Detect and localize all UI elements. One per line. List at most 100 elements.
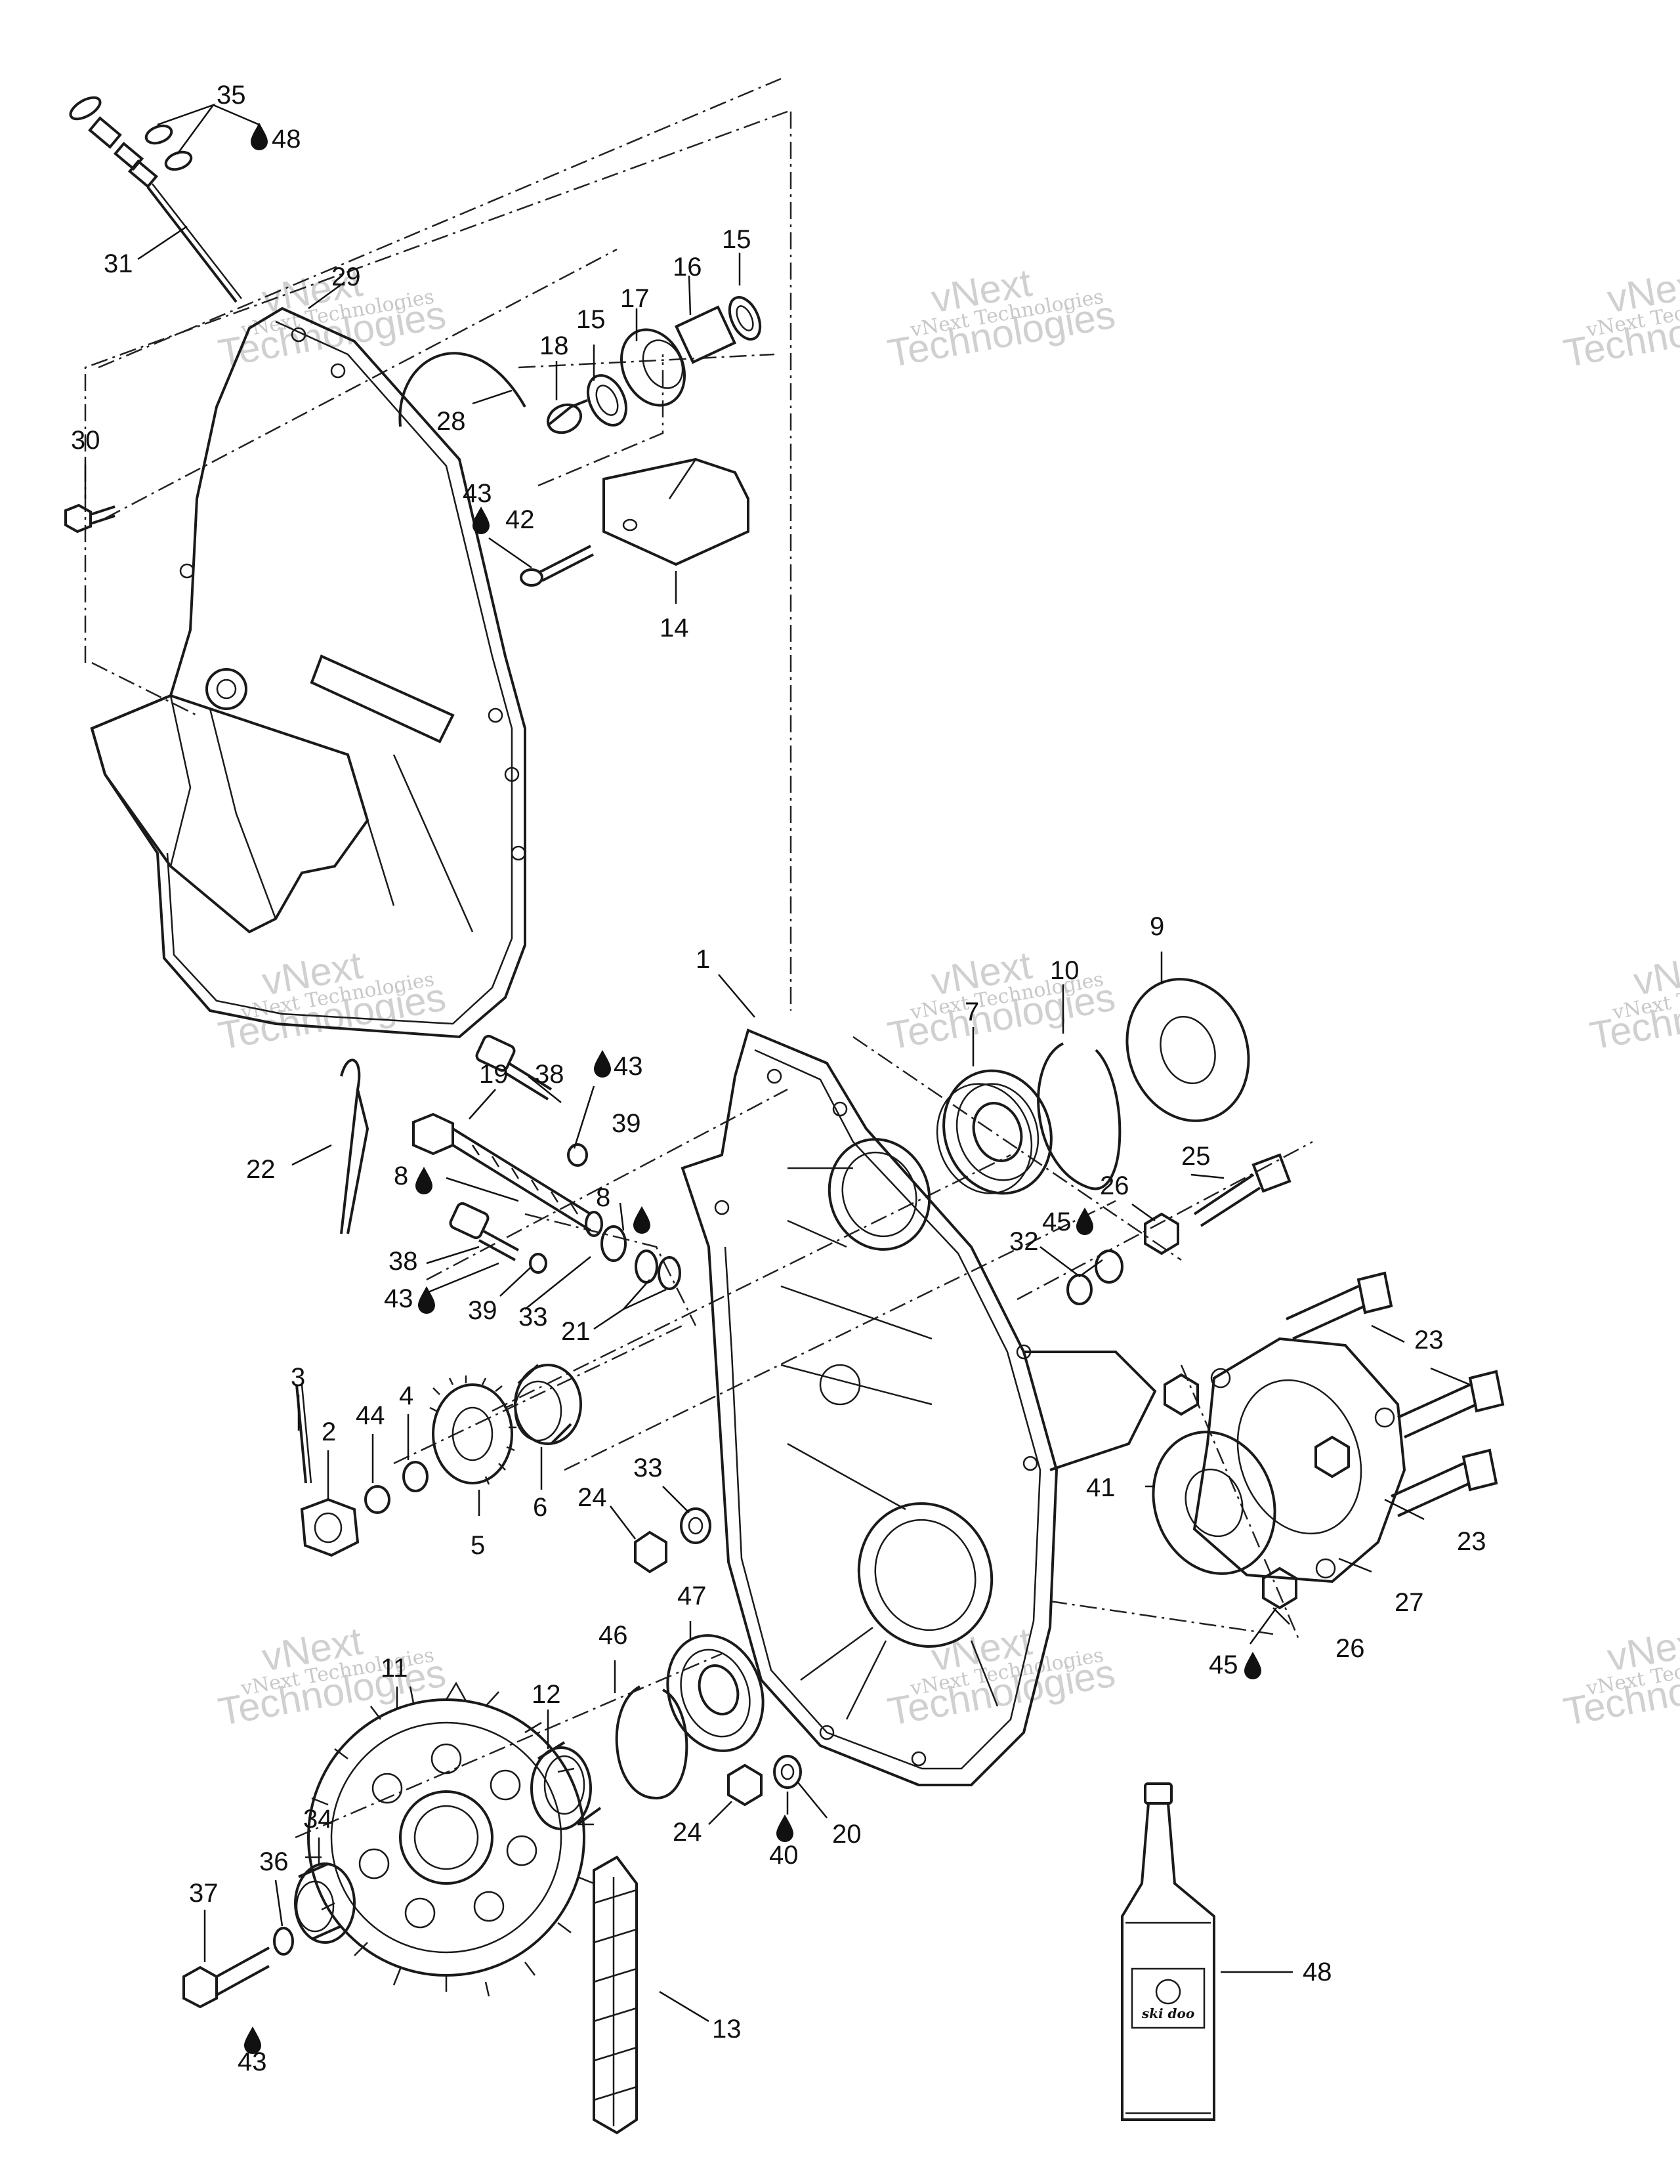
callout-44: 44 — [356, 1401, 385, 1430]
oil-drop-icon — [418, 1286, 435, 1314]
watermark-6: vNext Technologies vNext Technologies — [1587, 943, 1680, 1059]
oil-drop-icon — [633, 1206, 650, 1234]
small-washers — [529, 1143, 681, 1290]
callout-32: 32 — [1009, 1227, 1039, 1256]
gasket-cord — [398, 352, 526, 427]
lubricant-bottle-48: ski doo — [1121, 1782, 1215, 2121]
callout-18: 18 — [539, 331, 569, 360]
oil-drop-icon — [1244, 1652, 1261, 1679]
chaincase-housing — [681, 1028, 1157, 1786]
callout-43c: 43 — [384, 1284, 413, 1313]
hex-screw-upper — [475, 1034, 553, 1101]
driven-sprocket-11 — [305, 1681, 595, 1997]
oil-drop-icon — [251, 123, 268, 150]
callout-23a: 23 — [1414, 1326, 1444, 1354]
callout-12: 12 — [532, 1680, 561, 1709]
callout-15a: 15 — [722, 225, 751, 254]
oil-drop-icon — [244, 2026, 261, 2054]
nut-washer-24-33 — [634, 1507, 711, 1574]
callout-29: 29 — [331, 262, 361, 291]
callout-37: 37 — [189, 1879, 219, 1908]
callout-45a: 45 — [1042, 1208, 1072, 1236]
callout-26a: 26 — [1100, 1171, 1129, 1200]
callout-5: 5 — [471, 1531, 485, 1560]
spacer-41 — [1152, 1431, 1276, 1575]
callout-39b: 39 — [468, 1296, 497, 1325]
bolts-23 — [1286, 1271, 1505, 1517]
spacer-34 — [294, 1862, 356, 1944]
callout-22: 22 — [246, 1155, 276, 1184]
callout-25: 25 — [1181, 1142, 1211, 1171]
bushing-12 — [530, 1741, 602, 1830]
nut-26-upper — [1144, 1212, 1179, 1255]
callout-23b: 23 — [1457, 1527, 1486, 1556]
callout-7: 7 — [965, 998, 979, 1026]
callout-38a: 38 — [535, 1060, 564, 1089]
callout-labels: 35 48 31 29 15 16 17 15 18 28 30 43 42 1… — [71, 81, 1486, 2076]
watermark-4: vNext Technologies vNext Technologies — [215, 943, 450, 1059]
callout-1: 1 — [696, 945, 710, 974]
watermark-8: vNext Technologies vNext Technologies — [885, 1619, 1119, 1734]
callout-26b: 26 — [1335, 1634, 1365, 1663]
oil-drop-icons — [244, 123, 1261, 2054]
callout-46: 46 — [598, 1621, 628, 1650]
callout-48a: 48 — [272, 125, 301, 154]
oil-drop-icon — [472, 507, 490, 534]
upper-right-bearing — [936, 1069, 1053, 1195]
o-rings — [144, 124, 193, 171]
leader-lines — [84, 103, 1471, 2023]
callout-10: 10 — [1050, 956, 1080, 985]
chaincase-cover — [90, 306, 526, 1039]
watermark-5: vNext Technologies vNext Technologies — [885, 943, 1119, 1059]
watermark-7: vNext Technologies vNext Technologies — [215, 1619, 450, 1734]
callout-19: 19 — [479, 1060, 509, 1089]
hex-screw-lower — [449, 1202, 519, 1261]
bracket-screw — [520, 545, 594, 587]
callout-3: 3 — [291, 1363, 305, 1392]
callout-6: 6 — [533, 1493, 547, 1522]
bearing-flange-27 — [1164, 1337, 1406, 1610]
callout-41: 41 — [1086, 1473, 1116, 1502]
callout-30: 30 — [71, 426, 100, 455]
callout-27: 27 — [1395, 1588, 1424, 1617]
bolt-37 — [182, 1946, 270, 2009]
drive-sprocket-5 — [429, 1376, 516, 1485]
nut-washer-24-20 — [727, 1755, 802, 1807]
bushing-6 — [514, 1364, 582, 1445]
callout-8a: 8 — [394, 1162, 408, 1190]
callout-45b: 45 — [1209, 1650, 1238, 1679]
tensioner-bracket — [602, 457, 749, 566]
callout-38b: 38 — [388, 1247, 418, 1276]
castle-nut-2 — [300, 1498, 360, 1557]
drive-chain-13 — [593, 1855, 638, 2135]
callout-33a: 33 — [518, 1303, 548, 1332]
callout-17: 17 — [620, 284, 650, 313]
assembly-center-lines — [84, 77, 1313, 1839]
oil-drop-icon — [1076, 1208, 1093, 1235]
callout-43d: 43 — [238, 2048, 267, 2076]
callout-24b: 24 — [673, 1818, 702, 1847]
watermark-2: vNext Technologies vNext Technologies — [885, 261, 1119, 376]
callout-36: 36 — [259, 1847, 289, 1876]
washers-44-4 — [364, 1461, 429, 1514]
callout-20: 20 — [832, 1820, 862, 1849]
watermarks: vNext Technologies vNext Technologies vN… — [215, 261, 1680, 1734]
callout-28: 28 — [436, 407, 466, 436]
callout-2: 2 — [322, 1418, 336, 1446]
oil-drop-icon — [415, 1167, 432, 1194]
callout-42: 42 — [505, 505, 535, 534]
adjuster-bolt — [412, 1112, 603, 1237]
washers-32 — [1066, 1250, 1124, 1305]
callout-31: 31 — [104, 249, 133, 278]
oil-drop-icon — [594, 1050, 611, 1078]
callout-43b: 43 — [614, 1052, 643, 1081]
callout-9: 9 — [1150, 912, 1164, 941]
lower-bearing-47 — [666, 1634, 765, 1752]
callout-21: 21 — [561, 1317, 591, 1346]
bottle-brand-label: ski doo — [1141, 2006, 1194, 2021]
circlip-upper — [1037, 1042, 1122, 1190]
callout-39a: 39 — [612, 1109, 641, 1138]
watermark-3: vNext Technologies vNext Technologies — [1561, 261, 1680, 376]
callout-40: 40 — [769, 1841, 799, 1870]
callout-8b: 8 — [596, 1183, 610, 1212]
